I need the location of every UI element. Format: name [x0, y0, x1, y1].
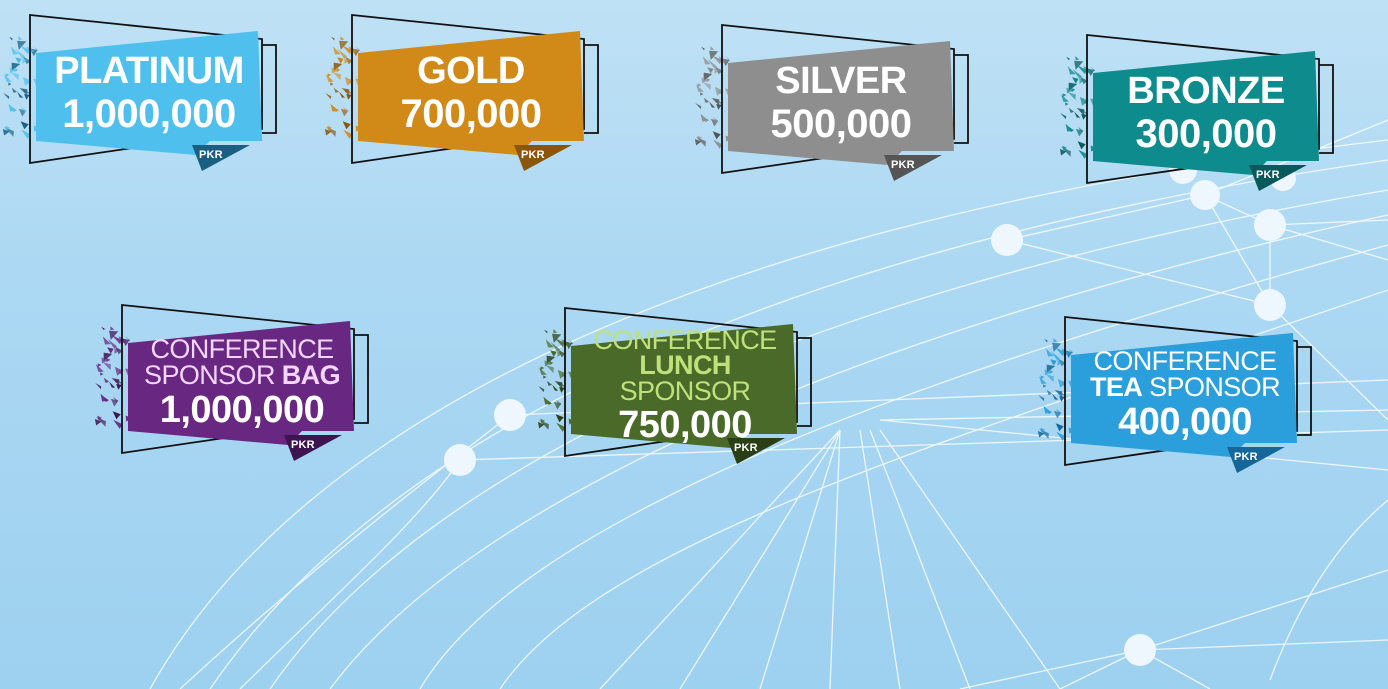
sponsor-line2-a: SPONSOR [144, 360, 275, 390]
badge-ribbon-shape [94, 304, 369, 461]
tier-amount: 500,000 [770, 102, 912, 146]
tier-amount: 300,000 [1135, 112, 1277, 156]
badge-ribbon-shape [2, 14, 277, 171]
sponsor-line2: SPONSOR BAG [144, 360, 341, 390]
sponsor-line2-a: TEA [1090, 372, 1143, 402]
currency-label: PKR [521, 149, 545, 161]
badge-ribbon-shape [1059, 34, 1334, 191]
sponsor-amount: 1,000,000 [159, 388, 325, 431]
currency-label: PKR [291, 439, 315, 451]
tier-amount: 1,000,000 [62, 92, 236, 136]
sponsor-line1: CONFERENCE [1093, 346, 1277, 377]
sponsor-badge-tea: CONFERENCE TEA SPONSOR 400,000 PKR [1035, 307, 1325, 477]
sponsor-badge-lunch: CONFERENCE LUNCH SPONSOR 750,000 PKR [535, 298, 825, 468]
tier-badge-bronze: BRONZE 300,000 PKR [1057, 25, 1347, 195]
tier-title: BRONZE [1127, 70, 1285, 112]
badge-ribbon-shape [694, 24, 969, 181]
badge-ribbon-shape [324, 14, 599, 171]
sponsor-amount: 400,000 [1118, 400, 1252, 443]
sponsor-line2-a: LUNCH [639, 350, 731, 381]
tier-title: SILVER [775, 60, 907, 102]
sponsor-badge-bag: CONFERENCE SPONSOR BAG 1,000,000 PKR [92, 295, 382, 465]
currency-label: PKR [1256, 169, 1280, 181]
badge-ribbon-shape [537, 307, 812, 464]
badge-ribbon-shape [1037, 316, 1312, 473]
sponsor-line2-b: SPONSOR [619, 375, 751, 406]
currency-label: PKR [734, 442, 758, 454]
sponsor-line2: LUNCH SPONSOR [575, 350, 795, 406]
currency-label: PKR [199, 149, 223, 161]
currency-label: PKR [891, 159, 915, 171]
sponsor-line2-b: SPONSOR [1149, 372, 1280, 402]
tier-badge-platinum: PLATINUM 1,000,000 PKR [0, 5, 290, 175]
tier-title: PLATINUM [54, 50, 244, 92]
tier-title: GOLD [417, 50, 525, 92]
currency-label: PKR [1234, 451, 1258, 463]
sponsor-line2-b: BAG [281, 360, 341, 390]
tier-badge-gold: GOLD 700,000 PKR [322, 5, 612, 175]
sponsor-line1: CONFERENCE [150, 334, 334, 365]
sponsor-line2: TEA SPONSOR [1090, 372, 1281, 402]
sponsor-amount: 750,000 [618, 404, 752, 447]
tier-badge-silver: SILVER 500,000 PKR [692, 15, 982, 185]
sponsor-line1: CONFERENCE [593, 324, 777, 355]
tier-amount: 700,000 [400, 92, 542, 136]
